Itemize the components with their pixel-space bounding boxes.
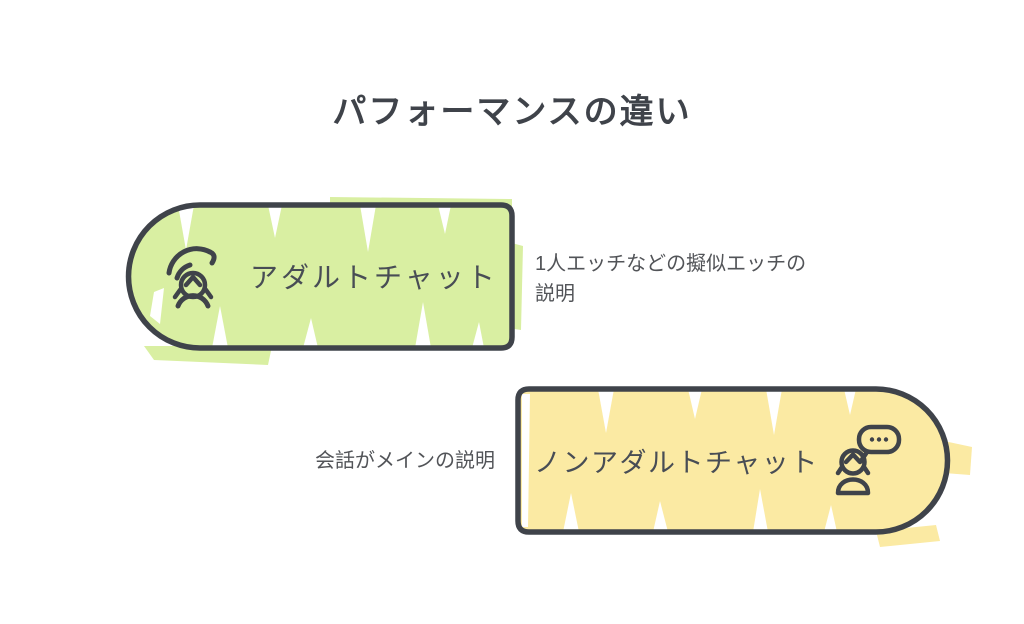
adult-chat-description-line1: 1人エッチなどの擬似エッチの — [535, 253, 807, 275]
adult-chat-content: アダルトチャット — [120, 196, 522, 356]
adult-chat-description-line2: 説明 — [535, 283, 575, 305]
adult-chat-description: 1人エッチなどの擬似エッチの 説明 — [535, 249, 885, 309]
adult-chat-label: アダルトチャット — [250, 262, 498, 293]
person-chat-icon — [834, 423, 904, 497]
nonadult-chat-label: ノンアダルトチャット — [534, 447, 819, 478]
nonadult-chat-description-line1: 会話がメインの説明 — [315, 450, 495, 472]
adult-chat-shape — [125, 197, 523, 365]
nonadult-chat-content: ノンアダルトチャット — [508, 381, 960, 539]
nonadult-chat-shape — [515, 386, 972, 547]
page-title: パフォーマンスの違い — [332, 93, 692, 131]
nonadult-chat-node: ノンアダルトチャット — [508, 381, 972, 547]
nonadult-chat-description: 会話がメインの説明 — [245, 446, 495, 476]
adult-chat-node: アダルトチャット — [120, 196, 523, 365]
performer-icon — [162, 242, 224, 310]
